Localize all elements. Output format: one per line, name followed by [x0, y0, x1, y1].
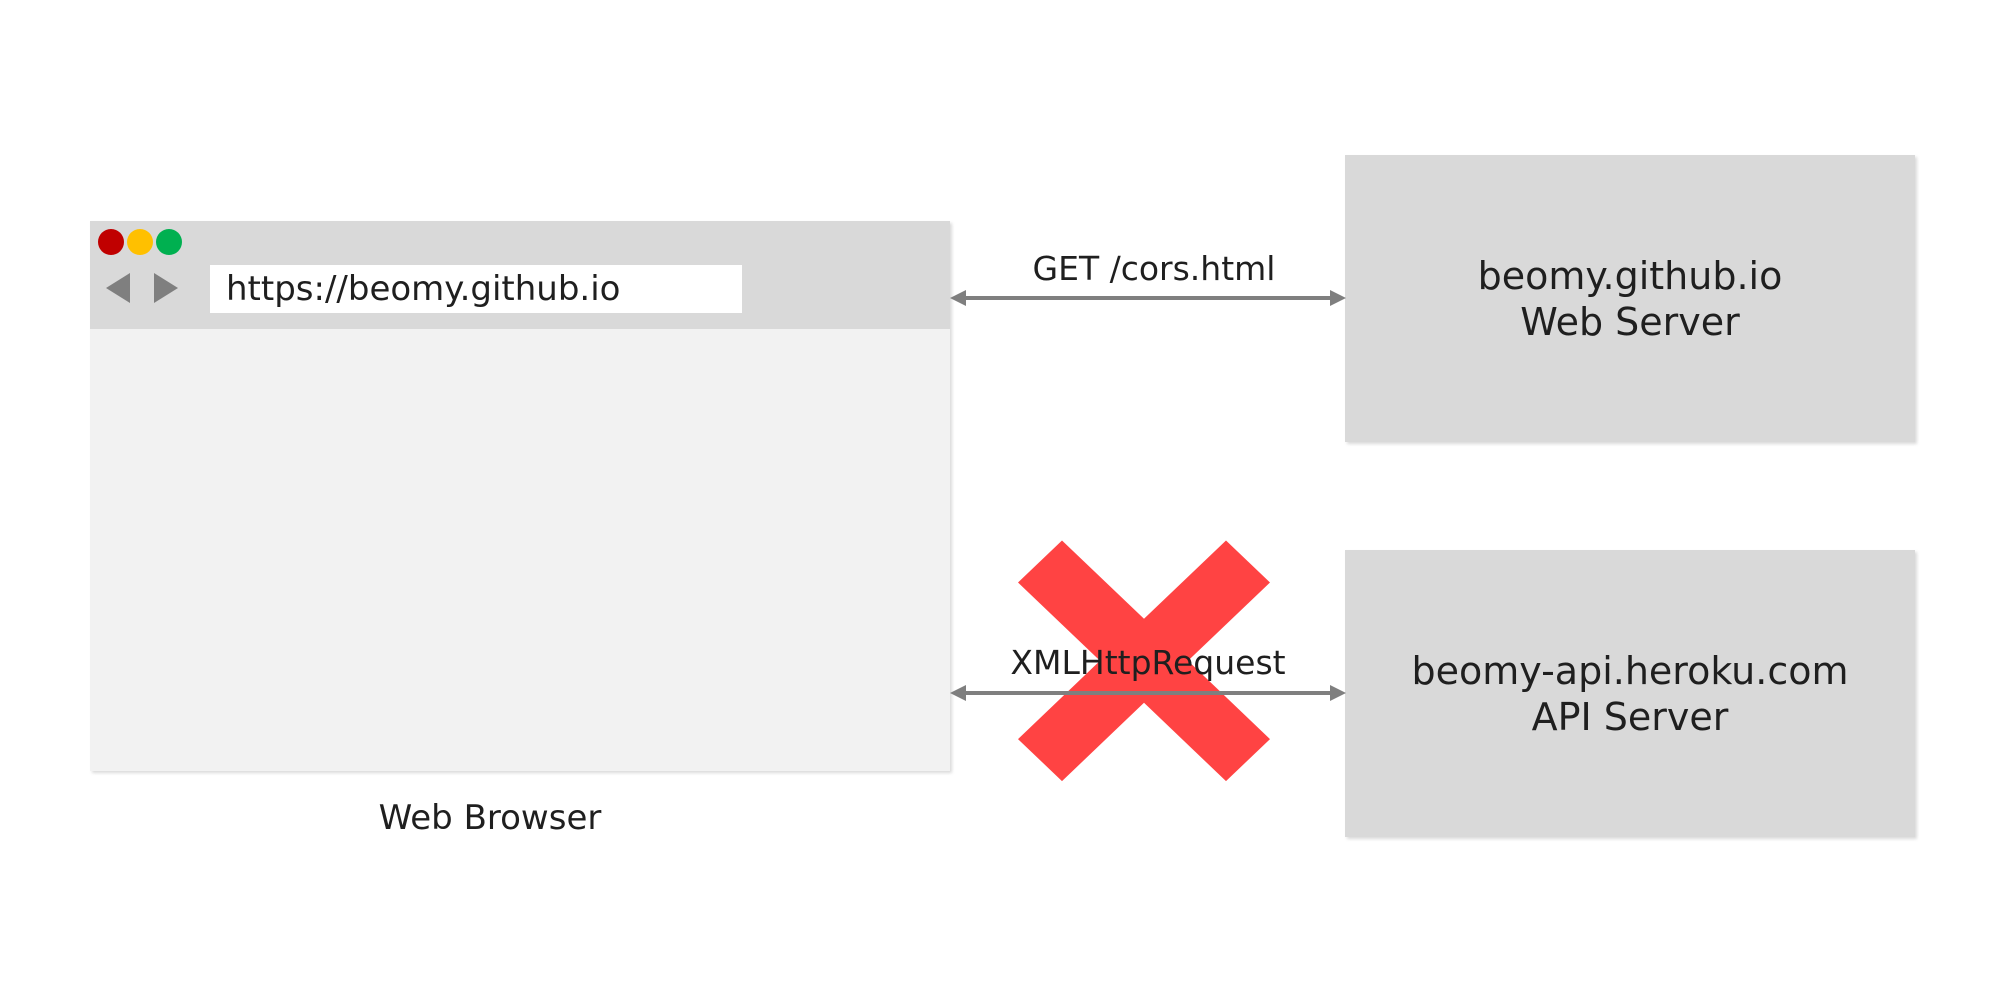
web-server-role: Web Server [1520, 299, 1740, 344]
get-request-label: GET /cors.html [1033, 249, 1276, 288]
web-server-host: beomy.github.io [1477, 253, 1783, 298]
web-browser-window: https://beomy.github.io [90, 221, 950, 771]
address-bar: https://beomy.github.io [210, 265, 742, 313]
browser-toolbar: https://beomy.github.io [90, 221, 950, 329]
maximize-window-dot [156, 229, 182, 255]
api-server-box: beomy-api.heroku.com API Server [1345, 550, 1915, 837]
forward-arrow-icon [154, 273, 178, 303]
get-request-arrow [950, 290, 1346, 306]
web-server-box: beomy.github.io Web Server [1345, 155, 1915, 442]
browser-caption: Web Browser [378, 798, 602, 838]
minimize-window-dot [127, 229, 153, 255]
api-server-role: API Server [1531, 694, 1729, 739]
blocked-x-icon [1018, 540, 1270, 782]
close-window-dot [98, 229, 124, 255]
api-server-host: beomy-api.heroku.com [1411, 648, 1849, 693]
back-arrow-icon [106, 273, 130, 303]
xhr-request-label: XMLHttpRequest [1010, 643, 1285, 682]
xhr-request-arrow [950, 685, 1346, 701]
